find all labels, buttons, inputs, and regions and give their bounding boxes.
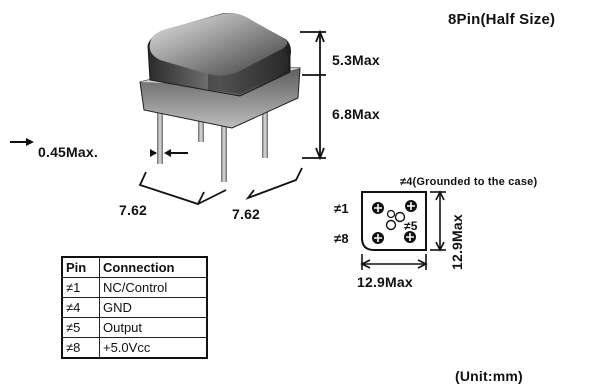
outline-height-label: 12.9Max [449, 214, 465, 270]
table-row: ≠4 GND [61, 297, 208, 318]
table-cell-connection: Output [99, 317, 208, 338]
table-cell-connection: NC/Control [99, 277, 208, 298]
pin-front-right [221, 124, 227, 182]
table-cell-pin: ≠8 [61, 337, 100, 359]
table-cell-connection: +5.0Vcc [99, 337, 208, 359]
top-view-outline [360, 190, 446, 270]
unit-note: (Unit:mm) [455, 368, 523, 384]
table-header-connection: Connection [99, 256, 208, 278]
pin-front-left [157, 112, 163, 164]
pin8-label: ≠8 [334, 231, 349, 246]
pin5-label: ≠5 [404, 219, 418, 233]
pin-diameter-label: 0.45Max. [38, 144, 98, 160]
table-row: ≠5 Output [61, 317, 208, 338]
pin-back-right [262, 104, 268, 158]
height-dimension [300, 29, 326, 161]
package-title: 8Pin(Half Size) [448, 11, 556, 28]
table-cell-pin: ≠4 [61, 297, 100, 318]
table-cell-pin: ≠1 [61, 277, 100, 298]
standoff-height-label: 6.8Max [332, 106, 380, 122]
table-cell-pin: ≠5 [61, 317, 100, 338]
table-header-pin: Pin [61, 256, 100, 278]
pin-back-left [198, 116, 204, 142]
pin-connection-table: Pin Connection ≠1 NC/Control ≠4 GND ≠5 O… [61, 256, 208, 359]
pin-diameter-arrows [10, 138, 188, 157]
pin1-label: ≠1 [334, 201, 349, 216]
table-row: ≠8 +5.0Vcc [61, 337, 208, 359]
pin4-note-label: ≠4(Grounded to the case) [400, 176, 538, 188]
pin-pitch-right-label: 7.62 [232, 206, 261, 222]
package-can-top [149, 13, 288, 76]
table-cell-connection: GND [99, 297, 208, 318]
outline-dimension-lines [360, 190, 446, 270]
oscillator-package [139, 13, 301, 182]
outline-width-label: 12.9Max [357, 274, 413, 290]
pin-pitch-left-label: 7.62 [119, 202, 148, 218]
pin-pitch-dimensions [138, 167, 303, 206]
table-row: ≠1 NC/Control [61, 277, 208, 298]
body-height-label: 5.3Max [332, 52, 380, 68]
table-header-row: Pin Connection [61, 256, 208, 278]
